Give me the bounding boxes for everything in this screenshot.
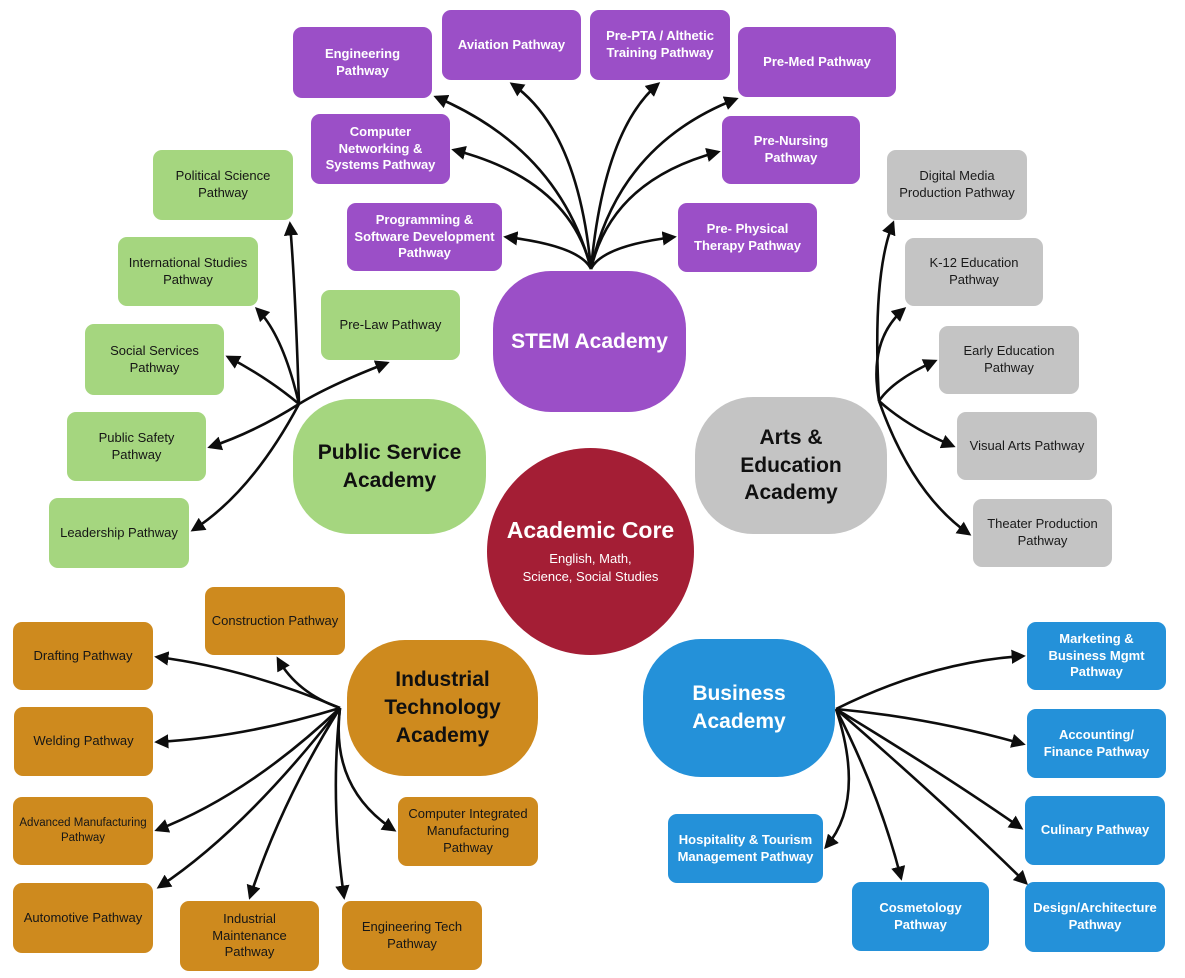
pathway-node-pre-med: Pre-Med Pathway xyxy=(738,27,896,97)
pathway-node-cosmetology: Cosmetology Pathway xyxy=(852,882,989,951)
pathway-node-programming-software-development: Programming & Software Development Pathw… xyxy=(347,203,502,271)
pathway-node-industrial-maintenance: Industrial Maintenance Pathway xyxy=(180,901,319,971)
pathway-node-pre-law: Pre-Law Pathway xyxy=(321,290,460,360)
arrow-connector xyxy=(878,400,956,449)
pathway-node-k12-education: K-12 Education Pathway xyxy=(905,238,1043,306)
academy-node-stem: STEM Academy xyxy=(493,271,686,412)
arrow-connector xyxy=(207,402,300,451)
pathway-node-pre-pta-athletic-training: Pre-PTA / Althetic Training Pathway xyxy=(590,10,730,80)
arrow-connector xyxy=(834,708,906,881)
pathway-node-political-science: Political Science Pathway xyxy=(153,150,293,220)
pathway-node-pre-nursing: Pre-Nursing Pathway xyxy=(722,116,860,184)
pathway-node-accounting-finance: Accounting/ Finance Pathway xyxy=(1027,709,1166,778)
academic-core-subjects: English, Math, Science, Social Studies xyxy=(522,551,659,584)
arrow-connector xyxy=(835,649,1026,711)
pathway-node-marketing-business-mgmt: Marketing & Business Mgmt Pathway xyxy=(1027,622,1166,690)
arrow-connector xyxy=(225,355,300,405)
pathway-node-drafting: Drafting Pathway xyxy=(13,622,153,690)
pathway-node-early-education: Early Education Pathway xyxy=(939,326,1079,394)
pathway-node-engineering: Engineering Pathway xyxy=(293,27,432,98)
pathway-node-welding: Welding Pathway xyxy=(14,707,153,776)
academy-node-arts-education: Arts & Education Academy xyxy=(695,397,887,534)
pathway-node-visual-arts: Visual Arts Pathway xyxy=(957,412,1097,480)
arrow-connector xyxy=(334,707,350,900)
arrow-connector xyxy=(154,707,341,833)
arrow-connector xyxy=(254,306,301,405)
pathway-node-construction: Construction Pathway xyxy=(205,587,345,655)
pathway-node-computer-integrated-manufacturing: Computer Integrated Manufacturing Pathwa… xyxy=(398,797,538,866)
arrow-connector xyxy=(509,82,593,270)
academy-node-business: Business Academy xyxy=(643,639,835,777)
pathway-node-hospitality-tourism-management: Hospitality & Tourism Management Pathway xyxy=(668,814,823,883)
arrow-connector xyxy=(835,707,1026,748)
arrow-connector xyxy=(156,707,342,889)
arrow-connector xyxy=(190,403,301,532)
academy-node-industrial-technology: Industrial Technology Academy xyxy=(347,640,538,776)
arrow-connector xyxy=(283,221,301,405)
center-node-academic-core: Academic Core English, Math, Science, So… xyxy=(487,448,694,655)
pathway-node-engineering-tech: Engineering Tech Pathway xyxy=(342,901,482,970)
pathway-node-social-services: Social Services Pathway xyxy=(85,324,224,395)
pathway-node-computer-networking-systems: Computer Networking & Systems Pathway xyxy=(311,114,450,184)
arrow-connector xyxy=(246,707,342,900)
pathway-node-design-architecture: Design/Architecture Pathway xyxy=(1025,882,1165,952)
arrow-connector xyxy=(835,708,1029,886)
pathway-node-leadership: Leadership Pathway xyxy=(49,498,189,568)
pathway-node-culinary: Culinary Pathway xyxy=(1025,796,1165,865)
pathway-node-automotive: Automotive Pathway xyxy=(13,883,153,953)
arrow-connector xyxy=(154,706,341,749)
pathway-node-international-studies: International Studies Pathway xyxy=(118,237,258,306)
pathway-node-theater-production: Theater Production Pathway xyxy=(973,499,1112,567)
academy-node-public-service: Public Service Academy xyxy=(293,399,486,534)
arrow-connector xyxy=(154,651,341,710)
pathway-node-public-safety: Public Safety Pathway xyxy=(67,412,206,481)
arrow-connector xyxy=(589,231,677,270)
arrow-connector xyxy=(298,360,390,406)
arrow-connector xyxy=(835,707,1024,830)
arrow-connector xyxy=(589,82,661,270)
arrow-connector xyxy=(276,656,341,710)
pathway-node-advanced-manufacturing: Advanced Manufacturing Pathway xyxy=(13,797,153,865)
arrow-connector xyxy=(877,359,938,402)
academic-core-title: Academic Core xyxy=(506,517,675,544)
pathway-node-aviation: Aviation Pathway xyxy=(442,10,581,80)
pathway-node-digital-media-production: Digital Media Production Pathway xyxy=(887,150,1027,220)
arrow-connector xyxy=(875,220,896,402)
arrow-connector xyxy=(875,307,907,402)
arrow-connector xyxy=(503,231,593,270)
pathway-node-pre-physical-therapy: Pre- Physical Therapy Pathway xyxy=(678,203,817,272)
arrow-connector xyxy=(877,400,972,536)
